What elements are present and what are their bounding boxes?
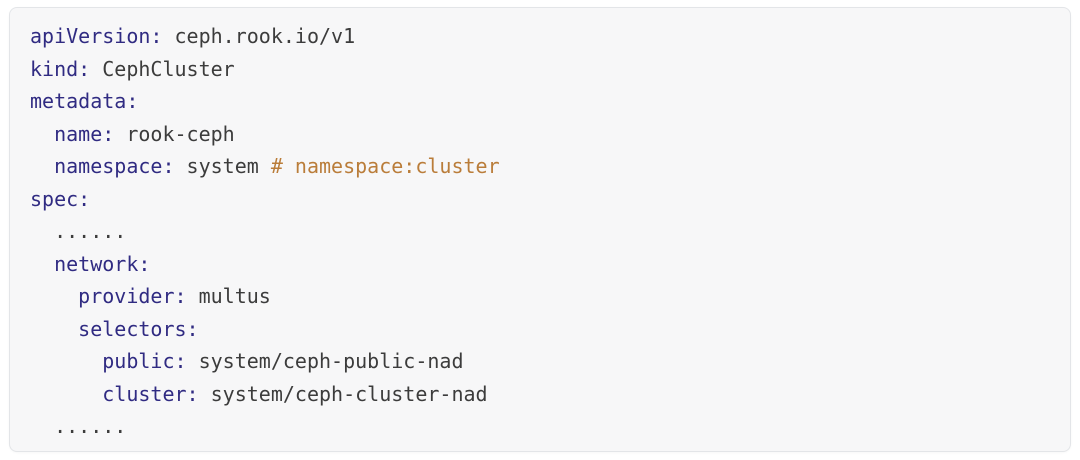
code-segment-key: selectors: — [78, 316, 199, 341]
code-segment-key: network: — [54, 251, 151, 276]
code-segment-key: namespace: — [54, 154, 175, 178]
code-line: name: rook-ceph — [30, 118, 1050, 151]
code-line: kind: CephCluster — [30, 53, 1050, 86]
code-segment-plain — [30, 252, 54, 276]
code-segment-comment: # namespace:cluster — [270, 154, 500, 178]
code-segment-plain: system/ceph-cluster-nad — [198, 381, 488, 406]
code-line: spec: — [30, 183, 1050, 216]
code-segment-key: kind: — [30, 56, 91, 81]
code-segment-key: apiVersion: — [30, 24, 163, 48]
code-segment-plain — [30, 154, 54, 178]
code-segment-plain: multus — [186, 284, 271, 308]
code-line: ...... — [30, 410, 1050, 443]
code-line: cluster: system/ceph-cluster-nad — [30, 378, 1050, 411]
code-segment-plain: system/ceph-public-nad — [186, 349, 464, 373]
code-line: apiVersion: ceph.rook.io/v1 — [30, 20, 1050, 53]
code-segment-plain: rook-ceph — [114, 121, 235, 146]
code-line: public: system/ceph-public-nad — [30, 345, 1050, 378]
code-segment-key: provider: — [78, 284, 187, 308]
code-segment-plain: ceph.rook.io/v1 — [162, 24, 356, 48]
code-segment-plain: ...... — [30, 219, 127, 243]
code-segment-plain — [30, 284, 78, 308]
code-segment-plain — [30, 122, 54, 146]
code-segment-plain: ...... — [30, 414, 127, 438]
code-line: ...... — [30, 215, 1050, 248]
code-line: namespace: system # namespace:cluster — [30, 150, 1050, 183]
code-segment-plain — [30, 317, 78, 341]
code-line: selectors: — [30, 313, 1050, 346]
code-segment-key: public: — [102, 349, 187, 373]
code-segment-key: cluster: — [102, 381, 199, 406]
code-segment-plain: system — [174, 154, 271, 178]
code-segment-key: metadata: — [30, 89, 139, 113]
code-line: metadata: — [30, 85, 1050, 118]
code-segment-key: spec: — [30, 186, 91, 211]
code-line: provider: multus — [30, 280, 1050, 313]
code-segment-plain: CephCluster — [90, 56, 235, 81]
code-segment-plain — [30, 382, 102, 406]
code-segment-plain — [30, 349, 102, 373]
code-segment-key: name: — [54, 121, 115, 146]
code-line: network: — [30, 248, 1050, 281]
